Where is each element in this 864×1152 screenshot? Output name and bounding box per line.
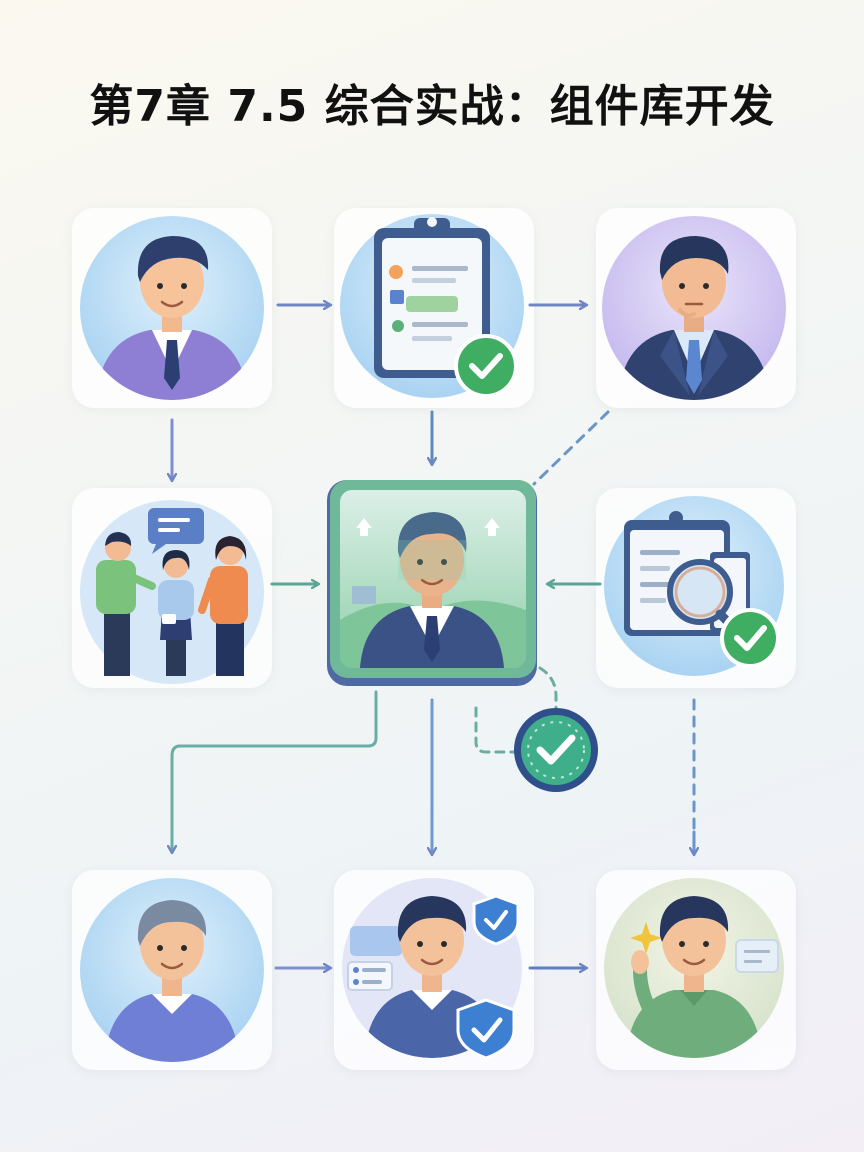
man-waving-icon [604, 878, 784, 1058]
dashed-link-hub-to-check [474, 666, 558, 754]
page-title: 第7章 7.5 综合实战：组件库开发 [89, 81, 775, 132]
dashed-link-manager-to-hub [532, 410, 610, 486]
team-discussion-icon [80, 500, 264, 684]
clock-check-icon [514, 708, 598, 792]
man-navy-suit-icon [602, 216, 786, 400]
man-purple-suit-icon [80, 216, 264, 400]
document-magnifier-icon [604, 496, 784, 676]
man-sweater-icon [80, 878, 264, 1062]
man-shield-icon [342, 878, 522, 1060]
central-profile-icon [327, 480, 537, 686]
arrow-hub-to-bottom-left [172, 690, 378, 852]
clipboard-check-icon [340, 214, 524, 398]
